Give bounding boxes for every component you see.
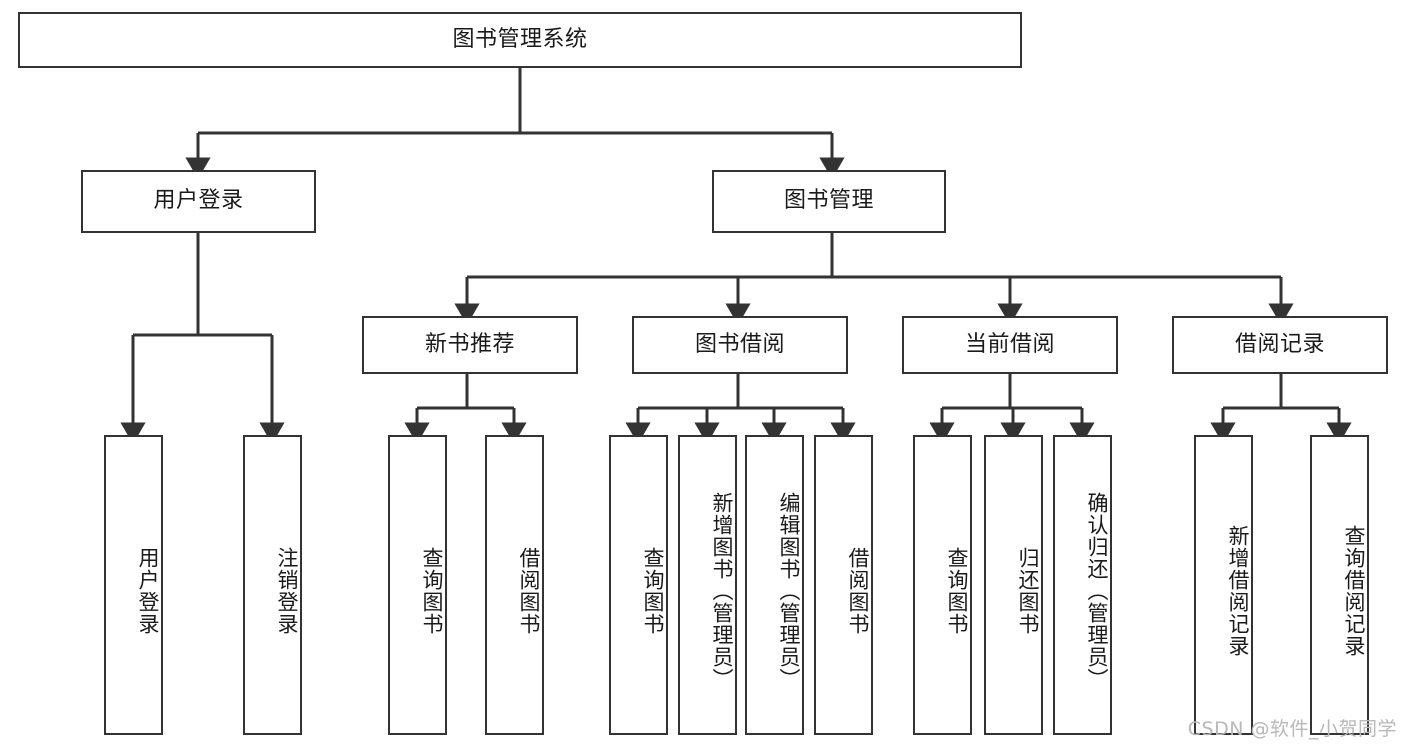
node-leaf-new-book-query[interactable]: 查询图书	[388, 435, 447, 735]
csdn-watermark: CSDN @软件_小贺同学	[1187, 718, 1397, 740]
node-label: 用户登录	[153, 188, 244, 214]
node-leaf-book-borrow-edit[interactable]: 编辑图书（管理员）	[745, 435, 804, 735]
node-label: 借阅图书	[846, 547, 870, 635]
node-leaf-current-borrow-confirm-return[interactable]: 确认归还（管理员）	[1053, 435, 1112, 735]
node-label: 图书管理系统	[452, 26, 588, 52]
node-label: 查询图书	[420, 547, 444, 635]
node-label: 新书推荐	[424, 331, 515, 357]
node-label: 查询借阅记录	[1342, 525, 1366, 657]
node-leaf-user-login-signout[interactable]: 注销登录	[243, 435, 302, 735]
node-label: 用户登录	[136, 547, 160, 635]
node-new-book-recommend[interactable]: 新书推荐	[362, 316, 578, 374]
node-label: 查询图书	[945, 547, 969, 635]
node-leaf-current-borrow-return[interactable]: 归还图书	[984, 435, 1043, 735]
node-label: 确认归还（管理员）	[1085, 492, 1109, 690]
node-label: 当前借阅	[964, 331, 1055, 357]
node-leaf-new-book-borrow[interactable]: 借阅图书	[485, 435, 544, 735]
node-leaf-borrow-record-add[interactable]: 新增借阅记录	[1194, 435, 1253, 735]
node-leaf-book-borrow-borrow[interactable]: 借阅图书	[814, 435, 873, 735]
node-label: 图书管理	[783, 188, 874, 214]
node-label: 借阅图书	[517, 547, 541, 635]
node-book-borrow[interactable]: 图书借阅	[632, 316, 848, 374]
node-user-login[interactable]: 用户登录	[81, 170, 316, 233]
node-leaf-book-borrow-query[interactable]: 查询图书	[609, 435, 668, 735]
node-root-system[interactable]: 图书管理系统	[18, 12, 1022, 68]
node-label: 新增图书（管理员）	[710, 492, 734, 690]
node-label: 图书借阅	[694, 331, 785, 357]
node-leaf-user-login-signin[interactable]: 用户登录	[104, 435, 163, 735]
node-label: 借阅记录	[1234, 331, 1325, 357]
node-borrow-record[interactable]: 借阅记录	[1172, 316, 1388, 374]
node-label: 注销登录	[275, 547, 299, 635]
node-label: 归还图书	[1016, 547, 1040, 635]
node-leaf-book-borrow-add[interactable]: 新增图书（管理员）	[678, 435, 737, 735]
node-current-borrow[interactable]: 当前借阅	[902, 316, 1118, 374]
node-label: 编辑图书（管理员）	[777, 492, 801, 690]
node-leaf-borrow-record-query[interactable]: 查询借阅记录	[1310, 435, 1369, 735]
node-leaf-current-borrow-query[interactable]: 查询图书	[913, 435, 972, 735]
node-book-management[interactable]: 图书管理	[712, 170, 946, 233]
node-label: 查询图书	[641, 547, 665, 635]
node-label: 新增借阅记录	[1226, 525, 1250, 657]
